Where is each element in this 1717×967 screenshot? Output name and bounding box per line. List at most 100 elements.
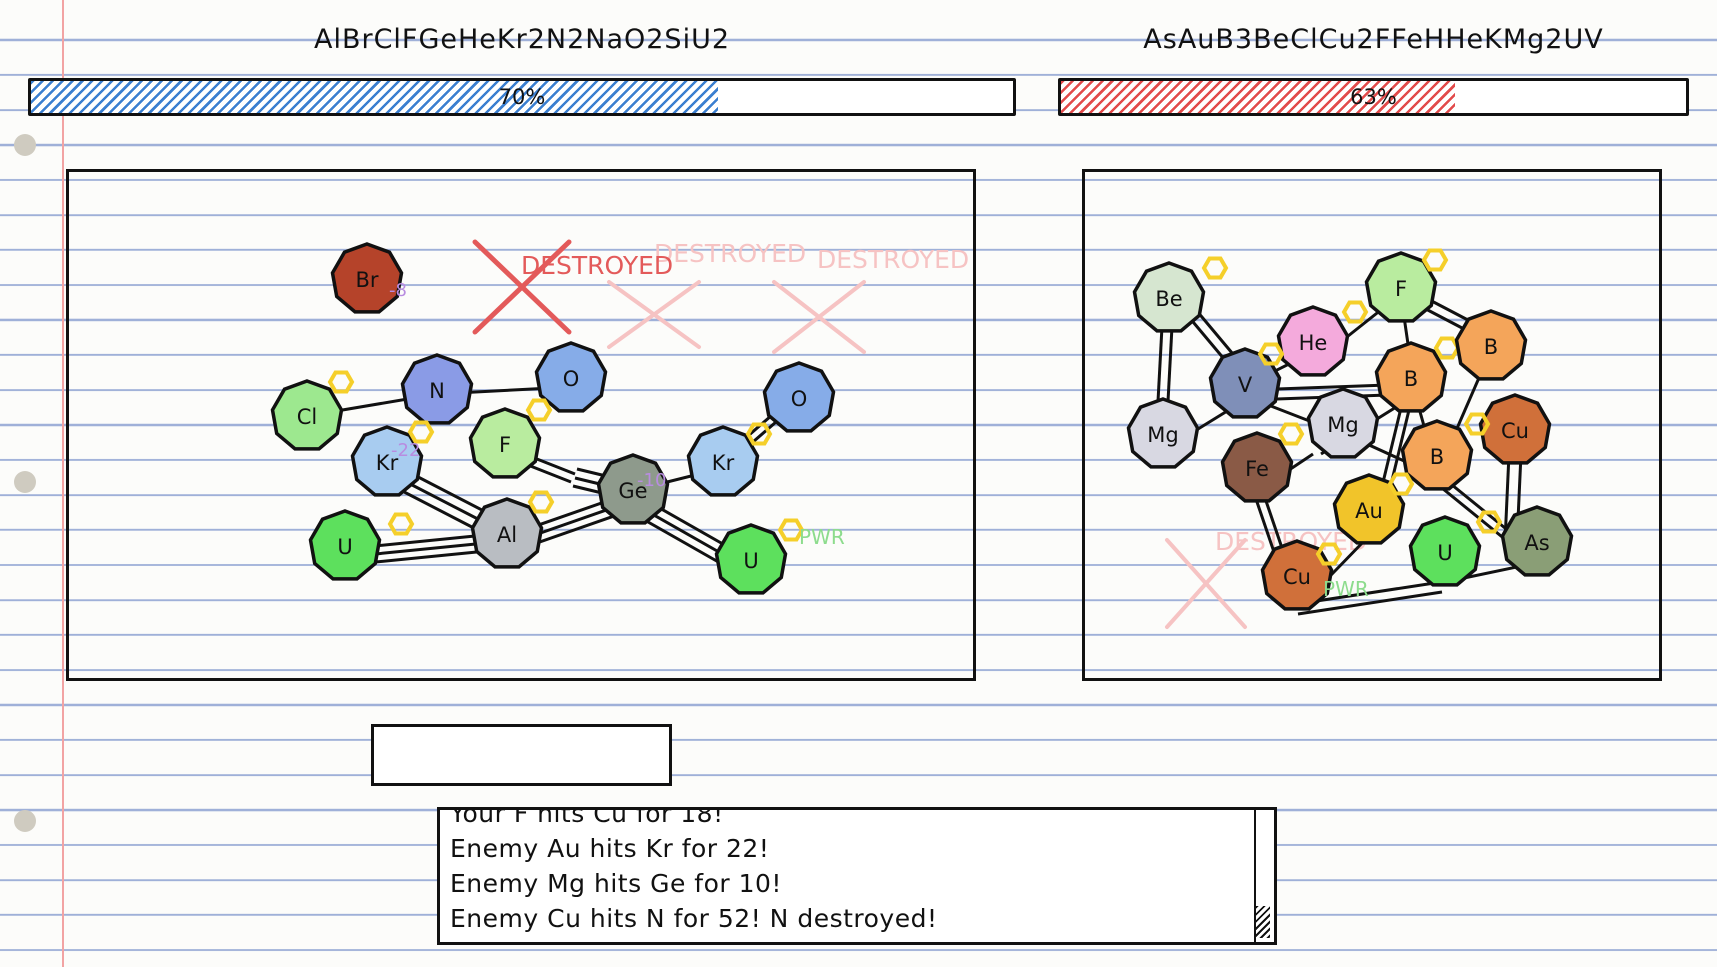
atom-label: F xyxy=(1395,277,1407,301)
destroyed-marker xyxy=(472,239,572,335)
atom-body xyxy=(1208,347,1282,419)
atom-body xyxy=(468,407,542,479)
atom-u[interactable]: U xyxy=(714,523,788,595)
damage-number: -10 xyxy=(637,470,666,491)
atom-label: Cu xyxy=(1501,419,1529,443)
atom-u[interactable]: U xyxy=(1408,515,1482,587)
atom-b[interactable]: B xyxy=(1374,341,1448,413)
binder-hole xyxy=(14,134,36,156)
damage-number: -8 xyxy=(389,280,407,301)
log-scrollbar-thumb[interactable] xyxy=(1256,906,1270,938)
atom-label: Al xyxy=(497,523,517,547)
atom-label: As xyxy=(1524,531,1549,555)
atom-label: O xyxy=(563,367,580,391)
binder-hole xyxy=(14,810,36,832)
star-icon xyxy=(1315,542,1343,566)
notebook-margin-line xyxy=(62,0,64,967)
atom-label: Fe xyxy=(1245,457,1269,481)
atom-cu[interactable]: Cu xyxy=(1260,539,1334,611)
atom-body xyxy=(350,425,424,497)
star-icon xyxy=(407,420,435,444)
atom-al[interactable]: Al xyxy=(470,497,544,569)
destroyed-marker-faded xyxy=(607,280,701,349)
player-name-left: AlBrClFGeHeKr2N2NaO2SiU2 xyxy=(313,24,731,55)
star-icon xyxy=(745,422,773,446)
atom-be[interactable]: Be xyxy=(1132,261,1206,333)
atom-label: Be xyxy=(1155,287,1182,311)
atom-mg[interactable]: Mg xyxy=(1126,397,1200,469)
atom-f[interactable]: F xyxy=(468,407,542,479)
atom-label: Mg xyxy=(1327,413,1358,437)
log-line: Enemy Au hits Kr for 22! xyxy=(450,834,770,863)
atom-o[interactable]: O xyxy=(534,341,608,413)
atom-n[interactable]: N xyxy=(400,353,474,425)
atom-b[interactable]: B xyxy=(1454,309,1528,381)
atom-body xyxy=(1478,393,1552,465)
hp-bar-left: 70% xyxy=(28,78,1016,116)
atom-label: He xyxy=(1299,331,1328,355)
atom-body xyxy=(270,379,344,451)
star-icon xyxy=(1387,472,1415,496)
atom-body xyxy=(534,341,608,413)
atom-label: F xyxy=(499,433,511,457)
atom-body xyxy=(1260,539,1334,611)
star-icon xyxy=(1201,256,1229,280)
atom-label: Au xyxy=(1355,499,1383,523)
atom-label: U xyxy=(1437,541,1452,565)
atom-fe[interactable]: Fe xyxy=(1220,431,1294,503)
hp-bar-right: 63% xyxy=(1058,78,1689,116)
hp-bar-left-label: 70% xyxy=(498,85,546,109)
atom-mg[interactable]: Mg xyxy=(1306,387,1380,459)
atom-body xyxy=(596,453,670,525)
atom-label: O xyxy=(791,387,808,411)
battle-log[interactable]: Your F hits Cu for 18! Enemy Au hits Kr … xyxy=(437,807,1277,945)
atom-label: Cu xyxy=(1283,565,1311,589)
atom-he[interactable]: He xyxy=(1276,305,1350,377)
atom-b[interactable]: B xyxy=(1400,419,1474,491)
star-icon xyxy=(387,512,415,536)
atom-label: U xyxy=(743,549,758,573)
atom-body xyxy=(1400,419,1474,491)
star-icon xyxy=(1463,412,1491,436)
star-icon xyxy=(1421,248,1449,272)
damage-number: -22 xyxy=(391,440,420,461)
atom-ge[interactable]: Ge xyxy=(596,453,670,525)
atom-kr[interactable]: Kr xyxy=(350,425,424,497)
atom-label: Ge xyxy=(618,479,647,503)
atom-body xyxy=(1374,341,1448,413)
hp-bar-left-fill xyxy=(31,81,719,113)
atom-as[interactable]: As xyxy=(1500,505,1574,577)
atom-label: U xyxy=(337,535,352,559)
atom-au[interactable]: Au xyxy=(1332,473,1406,545)
action-box[interactable] xyxy=(371,724,672,786)
atom-label: Kr xyxy=(712,451,735,475)
destroyed-label: DESTROYED xyxy=(521,251,673,280)
atom-f[interactable]: F xyxy=(1364,251,1438,323)
atom-br[interactable]: Br xyxy=(330,242,404,314)
log-scrollbar[interactable] xyxy=(1254,810,1270,942)
atom-o[interactable]: O xyxy=(762,361,836,433)
atom-body xyxy=(308,509,382,581)
binder-hole xyxy=(14,471,36,493)
atom-cu[interactable]: Cu xyxy=(1478,393,1552,465)
atom-label: B xyxy=(1484,335,1498,359)
star-icon xyxy=(527,490,555,514)
power-label: PWR xyxy=(799,525,845,549)
atom-body xyxy=(1276,305,1350,377)
atom-label: B xyxy=(1430,445,1444,469)
atom-v[interactable]: V xyxy=(1208,347,1282,419)
atom-kr[interactable]: Kr xyxy=(686,425,760,497)
atom-label: Mg xyxy=(1147,423,1178,447)
atom-body xyxy=(330,242,404,314)
atom-body xyxy=(1220,431,1294,503)
atom-cl[interactable]: Cl xyxy=(270,379,344,451)
log-line: Enemy Mg hits Ge for 10! xyxy=(450,869,782,898)
atom-body xyxy=(762,361,836,433)
atom-body xyxy=(400,353,474,425)
atom-u[interactable]: U xyxy=(308,509,382,581)
star-icon xyxy=(1341,300,1369,324)
